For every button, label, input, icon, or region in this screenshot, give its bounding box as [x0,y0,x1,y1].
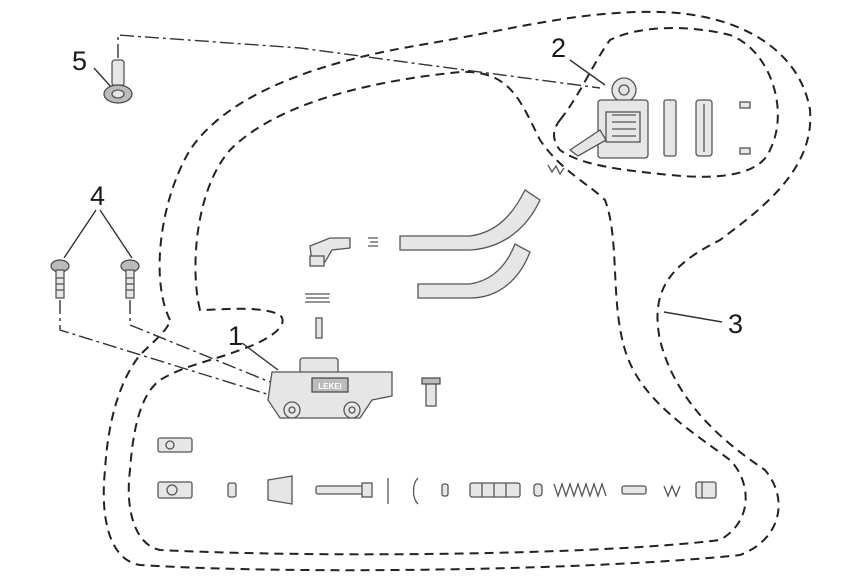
mounting-bolt-part-4-right [120,259,140,299]
end-plug [695,481,717,499]
brake-hose-lower [417,243,531,299]
caliper-pocket-outline [553,27,779,178]
leader-1 [241,342,279,371]
small-fitting [368,237,378,247]
leader-2 [569,59,606,86]
outer-kit-outline [102,10,812,572]
callout-4: 4 [90,181,105,211]
small-spring [663,484,681,498]
return-spring [553,481,607,499]
spring-seat [621,485,647,495]
clevis-upper [157,437,193,453]
callout-5: 5 [72,46,87,76]
seal-ring [412,477,419,505]
pin-rod [315,317,323,339]
inner-kit-outline [127,70,747,556]
leader-4 [63,209,133,259]
coil-spring-small [305,293,330,303]
clevis-lower [157,481,193,499]
leader-5 [93,67,113,89]
cup-seal [533,483,543,497]
callout-1: 1 [228,321,243,351]
piston [469,482,521,498]
callout-3: 3 [728,309,743,339]
mounting-bolt-part-4-left [50,259,70,299]
callout-2: 2 [551,33,566,63]
dust-boot [267,475,293,505]
brake-hose-upper [399,189,541,251]
leader-3 [663,311,723,323]
chain-line-bolt4-left [59,300,271,396]
chain-line-bolt5 [117,34,601,89]
caliper-assembly-part-2 [568,77,751,159]
chain-line-bolt4-right [129,300,271,383]
master-cylinder-part-1: LEKEI [267,357,393,419]
banjo-bolt-part-5 [103,59,133,104]
elbow-fitting [309,237,351,267]
washer [441,483,449,497]
cylinder-brand-label: LEKEI [318,382,342,391]
small-spring-clip [547,164,565,176]
pivot-pin [421,377,441,407]
push-rod [315,482,373,498]
small-bushing [227,482,237,498]
